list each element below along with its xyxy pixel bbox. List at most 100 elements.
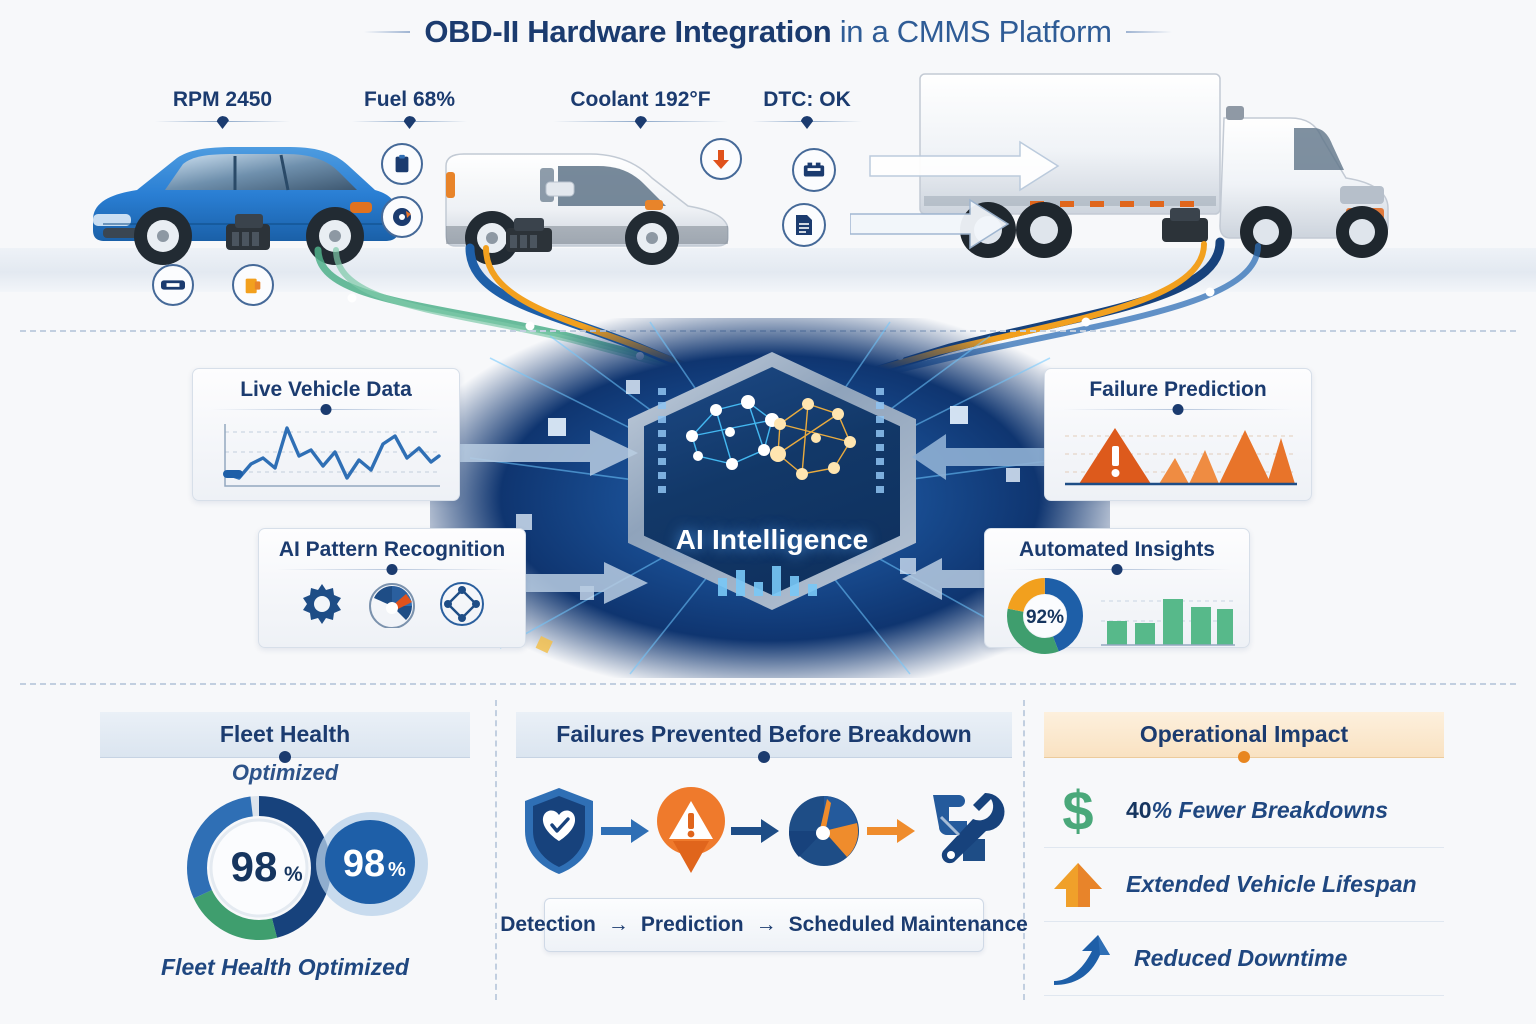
flow-step-prediction: Prediction (640, 913, 744, 936)
pin-marker-icon (800, 116, 814, 129)
impact-label-lifespan: Extended Vehicle Lifespan (1126, 871, 1417, 897)
card-title: Failure Prediction (1089, 378, 1267, 401)
chip-contacts-right (876, 388, 884, 493)
metric-dtc: DTC: OK (752, 88, 862, 130)
gauge-value: 98 (231, 843, 278, 890)
divider-col-1 (495, 700, 497, 1000)
arrow-to-center-3 (912, 434, 1070, 480)
fleet-health-subtitle: Optimized (231, 760, 339, 785)
fleet-health-band: Fleet Health (100, 712, 470, 763)
failure-flow-steps[interactable]: Detection → Prediction → Scheduled Maint… (500, 898, 1028, 952)
flow-arrow-1-icon (601, 819, 649, 843)
chip-contacts-left (658, 388, 666, 493)
up-trend-blue-icon (1054, 934, 1110, 985)
vehicle-sedan (93, 147, 398, 265)
obd-dongle-icon (506, 218, 552, 252)
flow-arrow-glyph: → (755, 913, 777, 936)
metric-label: Fuel 68% (363, 88, 456, 111)
ai-intelligence-hexagon[interactable]: AI Intelligence (628, 352, 916, 610)
impact-row-breakdowns[interactable]: $ 40% Fewer Breakdowns (1044, 774, 1444, 848)
card-dot-icon (386, 564, 398, 575)
ai-center-label: AI Intelligence (675, 524, 869, 555)
divider-middle (20, 683, 1516, 685)
impact-title: Operational Impact (1139, 721, 1349, 747)
live-data-line-chart (223, 424, 441, 487)
impact-text: Fewer Breakdowns (1172, 797, 1389, 823)
wrench-tools-icon[interactable] (921, 787, 1007, 875)
flow-arrow-3-icon (867, 819, 915, 843)
metric-rpm: RPM 2450 (155, 88, 290, 130)
gear-icon[interactable] (298, 580, 346, 628)
card-title: Live Vehicle Data (240, 378, 412, 401)
impact-label-downtime: Reduced Downtime (1134, 945, 1348, 971)
impact-unit: % (1151, 797, 1173, 823)
data-bars-icon (718, 566, 817, 596)
flow-arrow-2-icon (731, 819, 779, 843)
download-arrow-icon[interactable] (700, 138, 742, 180)
title-bold: OBD-II Hardware Integration (424, 14, 832, 49)
flow-arrow-glyph: → (607, 913, 629, 936)
up-arrow-orange-icon (1054, 862, 1102, 907)
panel-fleet-health: Fleet Health Optimized 98 % 98 % Fleet H… (100, 712, 470, 981)
card-title: Automated Insights (1018, 538, 1215, 561)
fleet-health-title: Fleet Health (219, 721, 351, 747)
battery-icon[interactable] (792, 148, 836, 192)
arrow-to-center-4 (902, 558, 1050, 600)
impact-label-breakdowns: 40% Fewer Breakdowns (1126, 797, 1388, 824)
engine-fan-icon[interactable] (381, 196, 423, 238)
alert-pin-icon[interactable] (655, 785, 727, 877)
failures-band: Failures Prevented Before Breakdown (516, 712, 1012, 763)
insights-donut-chart: 92% (1007, 578, 1083, 654)
vehicle-truck (919, 73, 1389, 258)
metric-label: DTC: OK (763, 88, 851, 111)
impact-row-downtime[interactable]: Reduced Downtime (1044, 922, 1444, 996)
title-rule-left (364, 31, 411, 33)
title-rule-right (1125, 31, 1172, 33)
report-icon[interactable] (782, 203, 826, 247)
metric-fuel: Fuel 68% (352, 88, 467, 130)
obd-dongle-icon (1162, 208, 1208, 242)
gauge-icon[interactable] (366, 580, 418, 628)
panel-operational-impact: Operational Impact $ 40% Fewer Breakdown… (1044, 712, 1444, 996)
fleet-health-badge: 98 % (316, 812, 428, 916)
obd-dongle-icon (226, 214, 270, 250)
donut-center-label: 92% (1026, 607, 1064, 628)
insights-bar-chart (1101, 599, 1235, 646)
divider-col-2 (1023, 700, 1025, 1000)
gauge-pie-icon[interactable] (785, 791, 863, 871)
failures-title: Failures Prevented Before Breakdown (556, 721, 972, 747)
card-ai-pattern-recognition[interactable]: AI Pattern Recognition (258, 528, 526, 648)
shield-check-icon[interactable] (521, 785, 597, 877)
card-title: AI Pattern Recognition (278, 538, 506, 561)
metric-coolant: Coolant 192°F (553, 88, 728, 130)
page-title: OBD-II Hardware Integration in a CMMS Pl… (0, 14, 1536, 50)
card-automated-insights[interactable]: Automated Insights 92% (984, 528, 1250, 654)
ai-brain-network-icon (686, 395, 856, 480)
flow-step-detection: Detection (500, 913, 596, 936)
card-dot-icon (1172, 404, 1184, 415)
title-rest: in a CMMS Platform (831, 14, 1112, 49)
band-dot-icon (1238, 751, 1250, 763)
band-dot-icon (279, 751, 291, 763)
fuel-card-icon[interactable] (232, 264, 274, 306)
metric-label: RPM 2450 (172, 88, 273, 111)
arrow-to-center-1 (440, 430, 638, 476)
impact-row-lifespan[interactable]: Extended Vehicle Lifespan (1044, 848, 1444, 922)
fleet-health-caption: Fleet Health Optimized (161, 954, 409, 980)
arrow-to-center-2 (500, 562, 648, 604)
badge-value: 98 (343, 843, 385, 885)
failure-area-chart (1065, 428, 1297, 486)
dollar-icon: $ (1062, 783, 1093, 839)
clipboard-icon[interactable] (381, 143, 423, 185)
card-live-vehicle-data[interactable]: Live Vehicle Data (192, 368, 460, 501)
vehicle-van (445, 153, 729, 265)
svg-text:$: $ (1062, 783, 1093, 839)
card-failure-prediction[interactable]: Failure Prediction (1044, 368, 1312, 501)
badge-unit: % (388, 859, 406, 881)
network-node-icon[interactable] (438, 580, 486, 628)
band-dot-icon (758, 751, 770, 763)
metric-label: Coolant 192°F (570, 88, 711, 111)
obd-connector-icon[interactable] (152, 264, 194, 306)
motion-arrows (850, 140, 1060, 250)
